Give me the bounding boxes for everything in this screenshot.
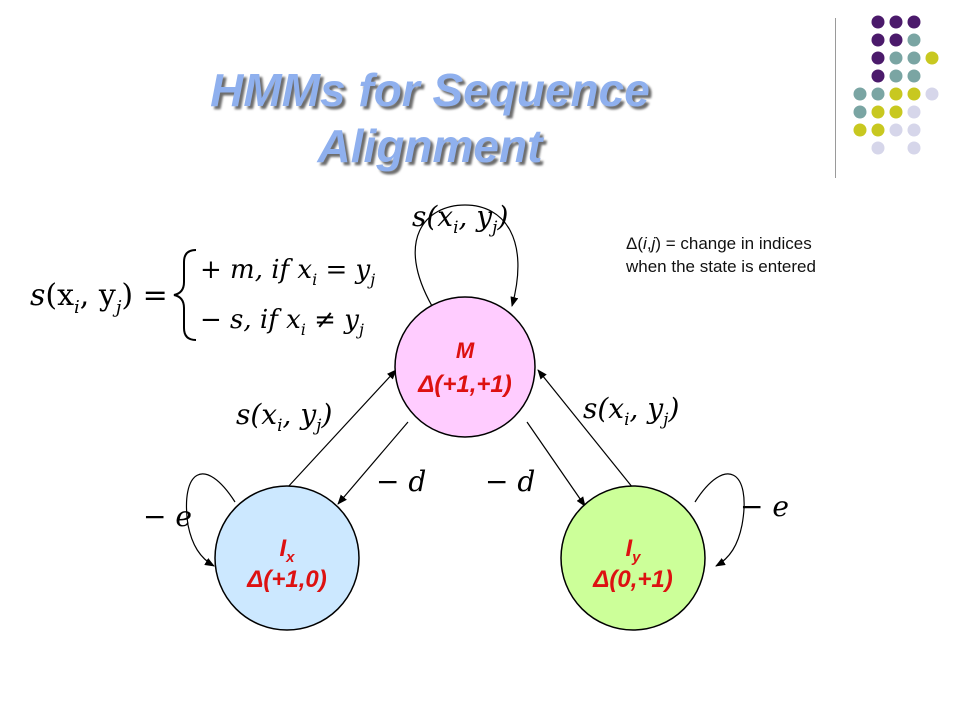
label-m-to-iy-gap: − d [485,465,535,498]
decorative-dot [907,51,921,65]
decorative-dot [907,87,921,101]
title-line-2: Alignment [317,120,543,172]
edge-m-self-loop [414,204,519,307]
edge-ix-to-m [286,369,397,489]
state-m: M Δ(+1,+1) [394,296,536,438]
state-m-name: M [456,338,475,363]
label-m-self-score: s(xi, yj) [412,200,508,238]
title-line-1: HMMs for Sequence [210,64,650,116]
edge-iy-to-m [537,369,634,489]
decorative-dot [907,123,921,137]
decorative-dot-grid [853,15,939,155]
decorative-dot [871,105,885,119]
decorative-dot [889,69,903,83]
decorative-divider [835,18,836,178]
decorative-dot [871,33,885,47]
decorative-dot [889,105,903,119]
decorative-dot [925,87,939,101]
decorative-dot [871,123,885,137]
svg-text:+ m, if xi = yj: + m, if xi = yj [200,255,375,289]
decorative-dot [889,123,903,137]
label-iy-to-m-score: s(xi, yj) [583,392,679,430]
label-ix-to-m-score: s(xi, yj) [236,398,332,436]
decorative-dot [871,87,885,101]
edge-iy-self-loop [694,473,745,567]
note-comma: , [646,234,652,253]
note-j: j [651,234,656,253]
note-rest: ) = change in indices when the state is … [626,234,816,276]
decorative-dot [889,15,903,29]
edge-m-to-ix [337,421,409,505]
edge-ix-self-loop [186,473,236,567]
delta-note: Δ(i,j) = change in indices when the stat… [626,232,856,278]
decorative-dot [925,51,939,65]
decorative-dot [907,141,921,155]
state-ix-delta: Δ(+1,0) [246,566,326,593]
decorative-dot [907,69,921,83]
state-iy-name: Iy [625,535,641,566]
decorative-dot [871,51,885,65]
decorative-dot [853,87,867,101]
note-delta: Δ( [626,234,644,253]
formula-brace [173,249,197,341]
state-iy: Iy Δ(0,+1) [560,485,706,631]
edge-m-to-iy [526,421,586,507]
decorative-dot [907,33,921,47]
decorative-dot [889,51,903,65]
svg-text:s(xi, yj) =: s(xi, yj) = [30,278,168,318]
label-ix-self-gap: − e [143,500,192,533]
decorative-dot [889,33,903,47]
decorative-dot [853,123,867,137]
decorative-dot [871,69,885,83]
label-iy-self-gap: − e [740,490,789,523]
decorative-dot [871,15,885,29]
note-i: i [643,234,647,253]
state-m-delta: Δ(+1,+1) [417,371,512,398]
label-m-to-ix-gap: − d [376,465,426,498]
score-formula: s(xi, yj) = + m, if xi = yj − s, if xi ≠… [30,249,375,341]
decorative-dot [907,15,921,29]
decorative-dot [853,105,867,119]
svg-text:− s, if xi ≠ yj: − s, if xi ≠ yj [200,305,364,339]
decorative-dot [871,141,885,155]
decorative-dot [907,105,921,119]
decorative-dot [889,87,903,101]
state-ix-name: Ix [279,535,295,566]
state-ix: Ix Δ(+1,0) [214,485,360,631]
slide-title: HMMs for Sequence Alignment [120,62,740,174]
state-iy-delta: Δ(0,+1) [592,566,672,593]
